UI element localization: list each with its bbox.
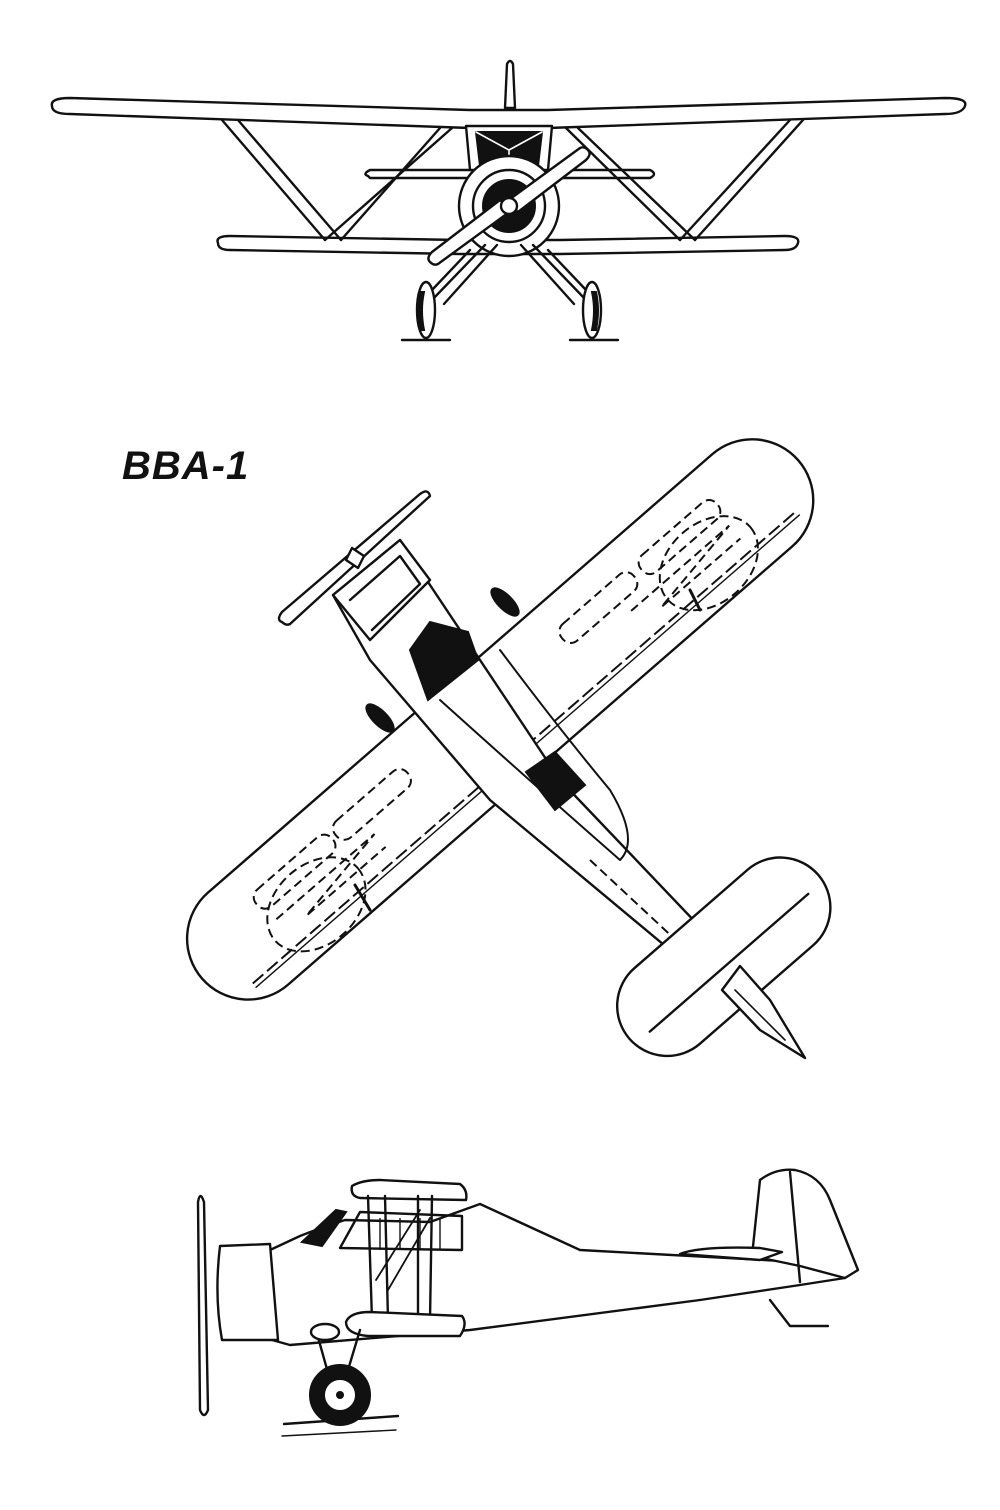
cockpit-hatch — [524, 750, 587, 812]
propeller-top — [277, 490, 432, 626]
top-view — [185, 438, 832, 1060]
tailplane-side — [678, 1246, 784, 1262]
propeller-side — [196, 1194, 210, 1417]
upper-wing — [50, 96, 967, 130]
tail-skid — [768, 1298, 830, 1328]
spinner — [499, 196, 519, 216]
fin — [503, 59, 517, 110]
engine-cowling-side — [216, 1242, 280, 1342]
upper-wing-side — [350, 1178, 468, 1202]
aircraft-designation: BBA-1 — [122, 444, 250, 488]
ground-line-side — [282, 1414, 400, 1426]
strut-fairing-right — [490, 587, 520, 617]
rudder-top — [720, 964, 807, 1060]
front-view — [50, 59, 967, 342]
windscreen-top — [408, 620, 480, 702]
interplane-struts — [220, 118, 805, 242]
fuselage — [331, 538, 762, 1002]
windscreen-side — [299, 1208, 348, 1248]
landing-gear — [430, 243, 588, 306]
side-view — [196, 1168, 860, 1437]
strut-fairing-left — [365, 703, 395, 733]
lower-wing-side — [344, 1310, 466, 1338]
